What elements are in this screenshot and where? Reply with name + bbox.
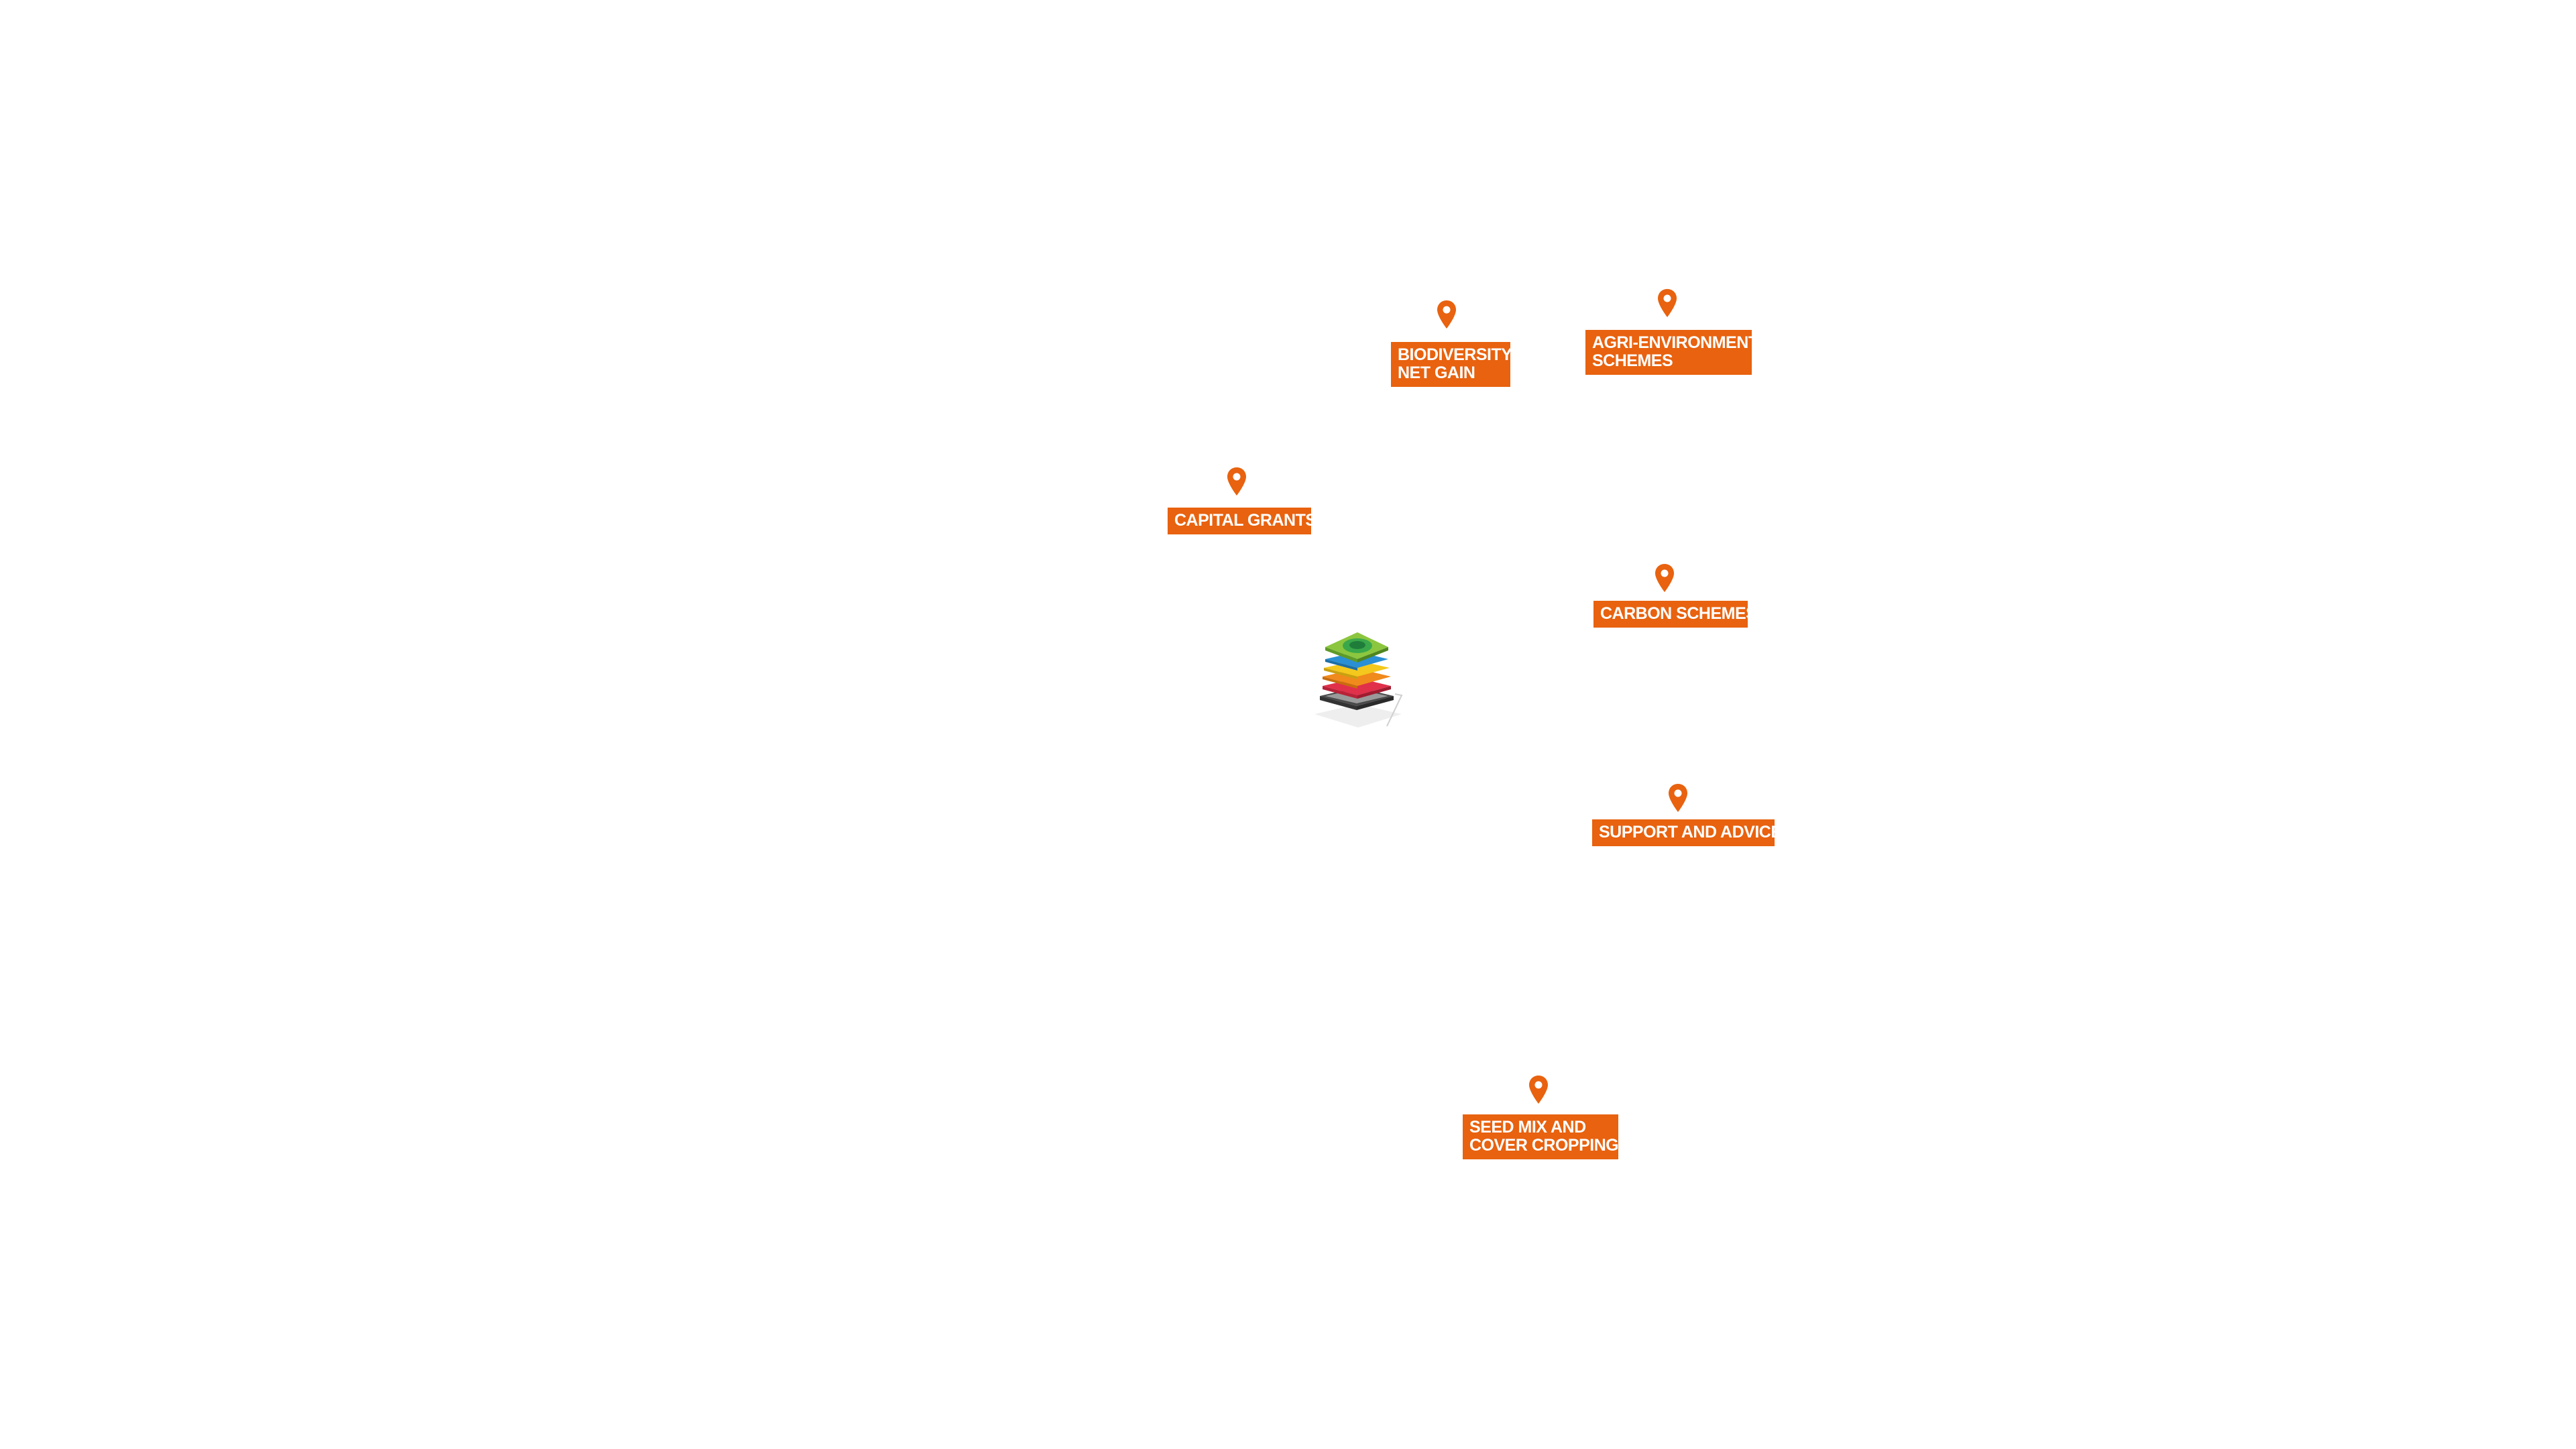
map-pin-icon[interactable] [1654, 563, 1675, 593]
hotspot-label[interactable]: SEED MIX AND COVER CROPPING [1463, 1114, 1619, 1159]
layered-stack-icon [1308, 620, 1408, 731]
label-line: SUPPORT AND ADVICE [1599, 823, 1782, 842]
label-line: NET GAIN [1398, 363, 1475, 382]
label-line: AGRI-ENVIRONMENT [1592, 333, 1758, 352]
label-line: SCHEMES [1592, 351, 1673, 370]
map-pin-icon[interactable] [1528, 1075, 1549, 1104]
label-line: CARBON SCHEMES [1600, 604, 1757, 623]
label-line: BIODIVERSITY [1398, 345, 1512, 364]
label-line: COVER CROPPING [1469, 1136, 1619, 1155]
map-pin-icon[interactable] [1226, 467, 1247, 496]
hotspot-label[interactable]: CAPITAL GRANTS [1168, 508, 1317, 534]
hotspot-label[interactable]: BIODIVERSITY NET GAIN [1391, 342, 1512, 387]
hotspot-label[interactable]: SUPPORT AND ADVICE [1592, 819, 1782, 846]
map-pin-icon[interactable] [1436, 300, 1457, 329]
label-line: CAPITAL GRANTS [1174, 511, 1317, 530]
map-pin-icon[interactable] [1657, 288, 1678, 318]
map-pin-icon[interactable] [1667, 783, 1689, 813]
hotspot-label[interactable]: AGRI-ENVIRONMENT SCHEMES [1585, 330, 1758, 375]
hotspot-label[interactable]: CARBON SCHEMES [1593, 601, 1757, 628]
label-line: SEED MIX AND [1469, 1118, 1586, 1137]
